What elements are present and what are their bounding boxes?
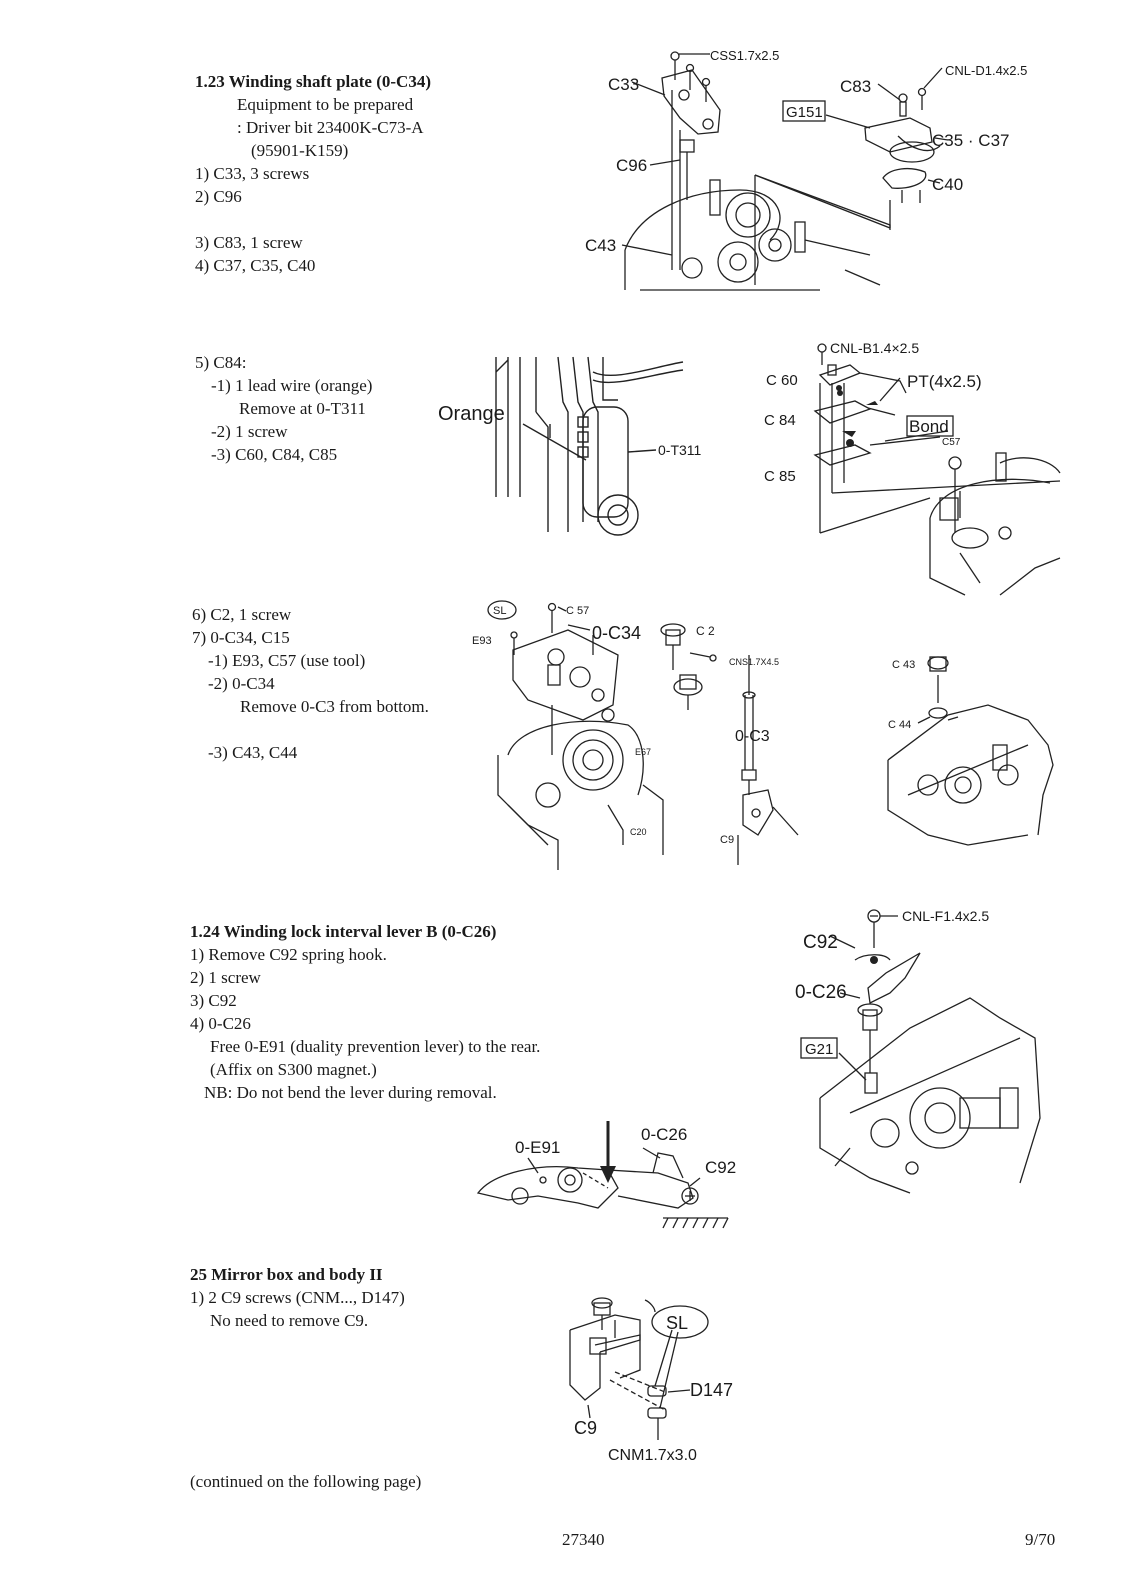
step-7-3: -3) C43, C44 <box>208 743 298 762</box>
label-c57: C 57 <box>566 605 589 617</box>
figure-orange-lead-wire: Orange 0-T311 <box>438 356 702 536</box>
step-5-2: -2) 1 screw <box>211 422 288 441</box>
label-c57-small: C57 <box>942 437 961 448</box>
label-c44: C 44 <box>888 719 911 731</box>
label-c43-small: C 43 <box>892 659 915 671</box>
s125-step-1: 1) 2 C9 screws (CNM..., D147) <box>190 1288 405 1307</box>
step-2: 2) C96 <box>195 187 242 206</box>
s125-note: No need to remove C9. <box>210 1311 369 1330</box>
label-c40: C40 <box>932 175 963 194</box>
label-c60: C 60 <box>766 372 798 389</box>
label-0-c26-detail: 0-C26 <box>641 1125 687 1144</box>
step-4: 4) C37, C35, C40 <box>195 256 316 275</box>
label-0-c26-large: 0-C26 <box>795 982 847 1003</box>
step-5-1b: Remove at 0-T311 <box>239 399 366 418</box>
label-orange: Orange <box>438 403 505 425</box>
section-1-24-title: 1.24 Winding lock interval lever B (0-C2… <box>190 922 497 941</box>
label-c2: C 2 <box>696 624 715 638</box>
step-5: 5) C84: <box>195 353 247 372</box>
step-5-1: -1) 1 lead wire (orange) <box>211 376 373 395</box>
s124-affix-line: (Affix on S300 magnet.) <box>210 1060 377 1079</box>
equipment-line: Equipment to be prepared <box>237 95 414 114</box>
label-g151: G151 <box>786 104 823 121</box>
label-c9: C9 <box>574 1418 597 1438</box>
label-0-t311: 0-T311 <box>658 442 702 458</box>
section-1-24-text: 1.24 Winding lock interval lever B (0-C2… <box>190 920 540 1104</box>
s124-step-4: 4) 0-C26 <box>190 1014 251 1033</box>
label-c84: C 84 <box>764 412 796 429</box>
s124-step-1: 1) Remove C92 spring hook. <box>190 945 387 964</box>
label-0-e91: 0-E91 <box>515 1138 560 1157</box>
document-number: 27340 <box>562 1530 605 1549</box>
step-5-3: -3) C60, C84, C85 <box>211 445 338 464</box>
figure-lever-detail: 0-E91 0-C26 C92 <box>476 1121 736 1229</box>
continued-note: (continued on the following page) <box>190 1472 422 1491</box>
step-5-text: 5) C84: -1) 1 lead wire (orange) Remove … <box>195 351 372 466</box>
section-25-text: 25 Mirror box and body II 1) 2 C9 screws… <box>190 1263 405 1332</box>
section-1-23-text: 1.23 Winding shaft plate (0-C34) Equipme… <box>195 70 431 277</box>
label-c20: C20 <box>630 827 647 837</box>
label-bond: Bond <box>909 417 949 436</box>
label-cns: CNS1.7X4.5 <box>729 657 779 667</box>
label-c33: C33 <box>608 75 639 94</box>
step-7: 7) 0-C34, C15 <box>192 628 290 647</box>
figure-winding-shaft-plate: CSS1.7x2.5 C33 C96 C43 C83 CNL-D1.4x2.5 … <box>585 48 1027 291</box>
label-0-c3: 0-C3 <box>735 728 770 745</box>
label-cnl-d1-4x2-5: CNL-D1.4x2.5 <box>945 63 1027 78</box>
label-d147: D147 <box>690 1380 733 1400</box>
label-c92-detail: C92 <box>705 1158 736 1177</box>
section-25-title: 25 Mirror box and body II <box>190 1265 383 1284</box>
label-0-c34: 0-C34 <box>592 623 641 643</box>
label-g21: G21 <box>805 1041 833 1058</box>
step-6-7-text: 6) C2, 1 screw 7) 0-C34, C15 -1) E93, C5… <box>192 603 429 764</box>
section-1-23-title: 1.23 Winding shaft plate (0-C34) <box>195 72 431 91</box>
label-c83: C83 <box>840 77 871 96</box>
label-c85: C 85 <box>764 468 796 485</box>
label-c9-small: C9 <box>720 834 734 846</box>
label-c35-c37: C35 · C37 <box>932 131 1009 150</box>
figure-0-c26-assembly: CNL-F1.4x2.5 C92 0-C26 G21 <box>795 908 1041 1194</box>
figure-c84-assembly: CNL-B1.4×2.5 C 60 C 84 C 85 PT(4x2.5) Bo… <box>764 340 1061 596</box>
step-3: 3) C83, 1 screw <box>195 233 303 252</box>
label-cnl-f1-4x2-5: CNL-F1.4x2.5 <box>902 908 989 924</box>
step-7-1: -1) E93, C57 (use tool) <box>208 651 366 670</box>
label-c43: C43 <box>585 236 616 255</box>
label-cnm1-7x3-0: CNM1.7x3.0 <box>608 1447 697 1464</box>
s124-step-3: 3) C92 <box>190 991 237 1010</box>
page-number: 9/70 <box>1025 1530 1056 1549</box>
label-c92-large: C92 <box>803 932 838 953</box>
step-7-2b: Remove 0-C3 from bottom. <box>240 697 429 716</box>
label-css1-7x2-5: CSS1.7x2.5 <box>710 48 779 63</box>
s124-nb-line: NB: Do not bend the lever during removal… <box>204 1083 497 1102</box>
s124-free-line: Free 0-E91 (duality prevention lever) to… <box>210 1037 541 1056</box>
label-pt-4x2-5: PT(4x2.5) <box>907 372 982 391</box>
label-e93: E93 <box>472 635 492 647</box>
step-7-2: -2) 0-C34 <box>208 674 275 693</box>
figure-c9-d147: SL D147 C9 CNM1.7x3.0 <box>569 1297 733 1464</box>
step-6: 6) C2, 1 screw <box>192 605 292 624</box>
label-c96: C96 <box>616 156 647 175</box>
label-sl-small: SL <box>493 605 506 617</box>
driver-bit-line: : Driver bit 23400K-C73-A <box>237 118 424 137</box>
driver-bit-alt-line: (95901-K159) <box>251 141 349 160</box>
s124-step-2: 2) 1 screw <box>190 968 261 987</box>
figure-0-c34-exploded: SL C 57 E93 0-C34 C 2 CNS1.7X4.5 0-C3 E6… <box>472 600 1054 870</box>
label-sl-large: SL <box>666 1313 688 1333</box>
step-1: 1) C33, 3 screws <box>195 164 310 183</box>
label-cnl-b1-4x2-5: CNL-B1.4×2.5 <box>830 340 919 356</box>
label-e67: E67 <box>635 747 651 757</box>
